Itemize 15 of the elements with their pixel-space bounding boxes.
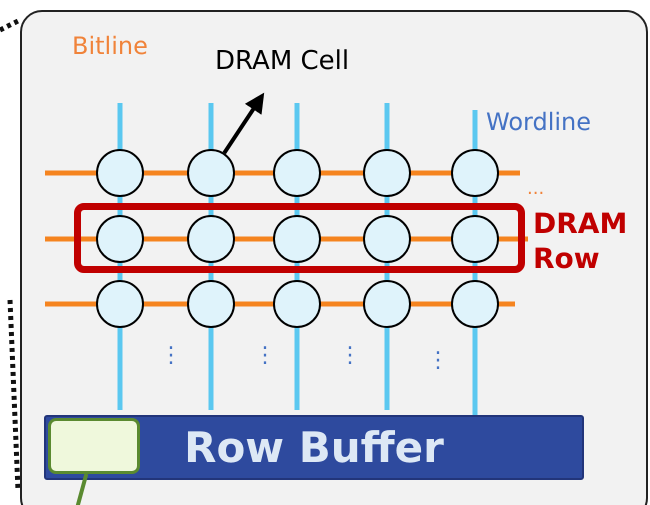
arrow xyxy=(222,92,264,154)
bitline-label: Bitline xyxy=(72,34,148,58)
wordline-label: Wordline xyxy=(486,110,591,134)
buffer-title: Row Buffer xyxy=(184,422,444,474)
row-buffer-bar xyxy=(44,415,584,480)
ellipsis: ... xyxy=(527,180,544,198)
vertical-ellipsis: ⋮ xyxy=(254,345,276,367)
panel-background xyxy=(20,10,648,505)
cell-label: DRAM Cell xyxy=(215,48,350,74)
vertical-ellipsis: ⋮ xyxy=(427,350,449,372)
buffer-slot xyxy=(48,418,140,474)
row-label: DRAM Row xyxy=(533,206,628,276)
vertical-ellipsis: ⋮ xyxy=(339,345,361,367)
vertical-ellipsis: ⋮ xyxy=(160,345,182,367)
connector-line xyxy=(74,473,88,505)
